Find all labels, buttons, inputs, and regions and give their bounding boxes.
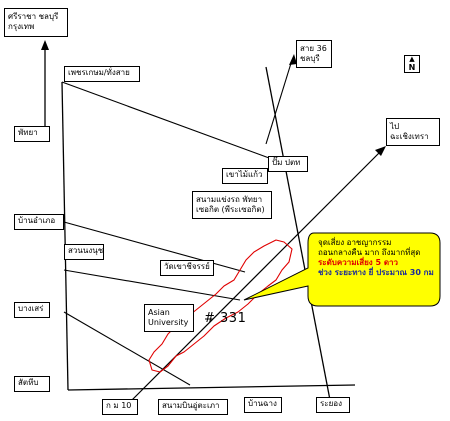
label-sriracha: ศรีราชา ชลบุรี กรุงเทพ xyxy=(4,8,68,37)
label-rayong: ระยอง xyxy=(316,397,350,413)
label-pattaya: พัทยา xyxy=(14,126,50,142)
label-route-36-line1: สาย 36 xyxy=(300,44,327,53)
label-bira-circuit: สนามแข่งรถ พัทยา เซอกิต (พีระเซอกิต) xyxy=(192,191,272,219)
label-sriracha-line2: กรุงเทพ xyxy=(8,22,35,31)
road-ban-amphoe xyxy=(63,221,246,273)
callout-bubble xyxy=(243,232,441,307)
north-arrow-icon: ▲ xyxy=(409,55,415,63)
north-label: N xyxy=(408,63,416,72)
label-chachoengsao-line2: ฉะเชิงเทรา xyxy=(390,132,429,141)
road-sattahip xyxy=(63,311,191,386)
road-branch-36 xyxy=(265,59,293,145)
label-sattahip: สัตหีบ xyxy=(14,376,50,392)
label-ban-amphoe: บ้านอำเภอ xyxy=(14,214,64,230)
label-bira-circuit-line1: สนามแข่งรถ พัทยา xyxy=(196,195,263,204)
label-wat-khao-chi-on: วัดเขาชีจรรย์ xyxy=(160,260,214,276)
callout-text: จุดเสี่ยง อาชญากรรม ถอนกลางคืน มาก ถึงมา… xyxy=(318,238,434,278)
road-north-arrowhead xyxy=(41,40,49,50)
label-asian-university: Asian University xyxy=(144,304,194,332)
label-chachoengsao-line1: ไป xyxy=(390,122,400,131)
north-indicator: ▲ N xyxy=(404,55,420,73)
route-331-label: # 331 xyxy=(204,311,247,326)
label-route-36-line2: ชลบุรี xyxy=(300,54,320,63)
road-sukhumvit xyxy=(61,81,69,391)
route-36-arrowhead xyxy=(289,54,297,65)
label-ban-chang: บ้านฉาง xyxy=(244,397,282,413)
label-bang-sare: บางเสร่ xyxy=(14,302,50,318)
callout-line4: ช่วง ระยะทาง ยี่ ประมาณ 30 กม xyxy=(318,268,434,277)
road-wat-khao-chi xyxy=(63,269,241,301)
label-pam-ptt: ปั๊ม ปตท xyxy=(268,156,308,172)
label-bira-circuit-line2: เซอกิต (พีระเซอกิต) xyxy=(196,205,265,214)
label-asian-university-line1: Asian xyxy=(148,308,170,317)
label-suan-nongnuch: สวนนงนุช xyxy=(64,244,104,260)
callout-line2: ถอนกลางคืน มาก ถึงมากที่สุด xyxy=(318,248,421,257)
road-331-arrowhead xyxy=(375,146,386,156)
label-khao-mai-kaew: เขาไม้แก้ว xyxy=(222,168,268,184)
road-pattaya-line xyxy=(61,81,281,163)
label-phet-kras: เพชรเกษม/ทั่งสาย xyxy=(64,66,140,82)
label-route-36: สาย 36 ชลบุรี xyxy=(296,40,332,68)
road-bottom xyxy=(67,384,356,391)
label-chachoengsao: ไป ฉะเชิงเทรา xyxy=(386,118,440,146)
label-asian-university-line2: University xyxy=(148,318,189,327)
callout-line3: ระดับความเสี่ยง 5 ดาว xyxy=(318,258,399,267)
label-km10: ก ม 10 xyxy=(102,399,138,415)
label-sriracha-line1: ศรีราชา ชลบุรี xyxy=(8,12,59,21)
label-sanam-bin: สนามบินอู่ตะเภา xyxy=(158,399,228,415)
callout-line1: จุดเสี่ยง อาชญากรรม xyxy=(318,238,392,247)
